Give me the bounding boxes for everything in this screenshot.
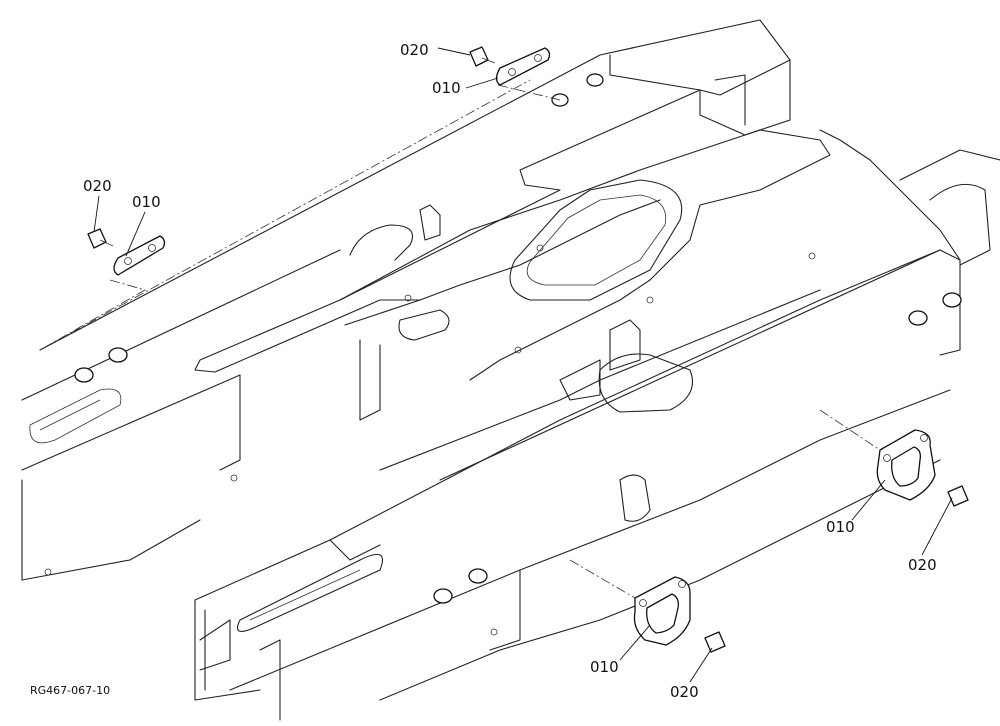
machine-frame xyxy=(21,19,1000,721)
tow-hook-lower xyxy=(569,559,726,653)
bracket-plate-left xyxy=(39,228,166,351)
callout-top-bracket: 010 xyxy=(432,79,461,97)
callout-leaders xyxy=(93,47,953,683)
callout-left-bolt: 020 xyxy=(83,177,112,195)
tow-hook-right xyxy=(819,409,969,507)
callout-right-hook: 010 xyxy=(826,518,855,536)
callout-right-bolt: 020 xyxy=(908,556,937,574)
callout-left-bracket: 010 xyxy=(132,193,161,211)
callout-lower-bolt: 020 xyxy=(670,683,699,701)
bracket-plate-top xyxy=(469,46,561,101)
callout-lower-hook: 010 xyxy=(590,658,619,676)
callout-top-bolt: 020 xyxy=(400,41,429,59)
drawing-code: RG467-067-10 xyxy=(30,684,110,697)
